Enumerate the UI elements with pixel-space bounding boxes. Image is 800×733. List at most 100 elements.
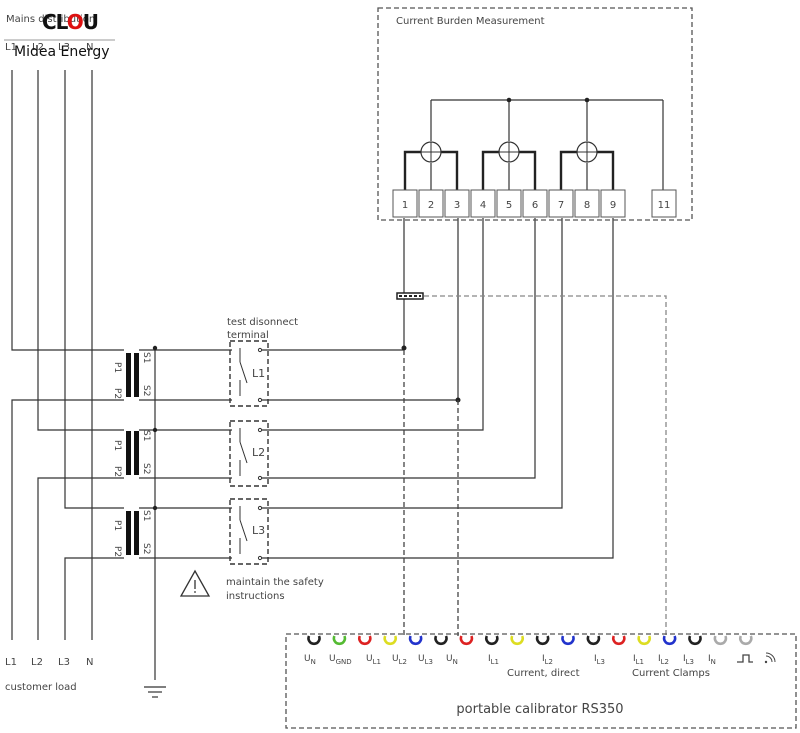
- mains-phase-l1: L1: [5, 42, 17, 53]
- burden-terminal-2: 2: [418, 189, 444, 218]
- load-phase-l1: L1: [5, 657, 17, 668]
- test-disconnect-terminal-l1[interactable]: L1: [229, 340, 269, 407]
- load-line-l3: [64, 557, 124, 640]
- mains-distribution-label: Mains distribution: [6, 14, 95, 25]
- calibrator-connector-jack[interactable]: [662, 635, 677, 646]
- test-disconnect-terminal-label-line2: terminal: [227, 330, 269, 341]
- portable-calibrator-box: [285, 633, 797, 729]
- ct-label-p1: P1: [112, 520, 122, 531]
- current-burden-title: Current Burden Measurement: [396, 16, 545, 27]
- supply-line-l1: [11, 70, 124, 351]
- calibrator-connectors: [307, 635, 753, 646]
- calibrator-terminal-label: UGND: [329, 654, 352, 666]
- calibrator-terminal-label: IL1: [488, 654, 499, 666]
- ct-label-s1: S1: [141, 510, 151, 521]
- ct-label-s1: S1: [141, 352, 151, 363]
- load-line-l2: [37, 477, 124, 640]
- svg-text:6: 6: [532, 200, 538, 211]
- safety-warning-text: maintain the safety: [226, 577, 324, 588]
- burden-terminal-7: 7: [548, 189, 574, 218]
- burden-terminal-1: 1: [392, 189, 418, 218]
- lead-current-clamp: [424, 295, 667, 636]
- calibrator-connector-jack[interactable]: [535, 635, 550, 646]
- mains-phase-l3: L3: [58, 42, 70, 53]
- signal-icon: [764, 652, 776, 664]
- calibrator-connector-jack[interactable]: [408, 635, 423, 646]
- calibrator-connector-jack[interactable]: [586, 635, 601, 646]
- pulse-icon: [737, 654, 753, 663]
- ct-label-p2: P2: [112, 388, 122, 399]
- mains-phase-l2: L2: [32, 42, 44, 53]
- burden-terminal-9: 9: [600, 189, 626, 218]
- burden-terminal-5: 5: [496, 189, 522, 218]
- svg-text:3: 3: [454, 200, 460, 211]
- load-phase-n: N: [86, 657, 93, 668]
- current-clamps-label: Current Clamps: [632, 668, 710, 679]
- calibrator-connector-jack[interactable]: [713, 635, 728, 646]
- burden-terminal-4: 4: [470, 189, 496, 218]
- test-disconnect-terminal-l3[interactable]: L3: [229, 498, 269, 565]
- calibrator-terminal-label: IL2: [542, 654, 553, 666]
- calibrator-terminal-label: IL1: [633, 654, 644, 666]
- calibrator-connector-jack[interactable]: [434, 635, 448, 646]
- calibrator-connector-jack[interactable]: [688, 635, 702, 646]
- burden-terminal-11: 11: [651, 189, 677, 218]
- midea-energy-logo: CLOU Midea Energy: [12, 10, 122, 68]
- meter-element-1: [403, 141, 459, 190]
- wire-l3-to-terminal-7: [262, 218, 563, 509]
- burden-terminal-8: 8: [574, 189, 600, 218]
- calibrator-terminal-label: UL3: [418, 654, 433, 666]
- calibrator-terminal-label: IL3: [683, 654, 694, 666]
- safety-warning-text-line2: instructions: [226, 591, 285, 602]
- load-phase-l2: L2: [31, 657, 43, 668]
- current-transformer-l1: P1 P2 S1 S2: [112, 352, 151, 399]
- ct-label-s2: S2: [141, 385, 151, 396]
- current-direct-label: Current, direct: [507, 668, 580, 679]
- ct-label-p2: P2: [112, 466, 122, 477]
- svg-text:5: 5: [506, 200, 512, 211]
- terminal-phase-label: L3: [252, 524, 265, 537]
- calibrator-terminal-label: IL2: [658, 654, 669, 666]
- warning-icon: [179, 569, 211, 597]
- current-transformer-l3: P1 P2 S1 S2: [112, 510, 151, 557]
- svg-text:2: 2: [428, 200, 434, 211]
- wire-l3-return: [262, 218, 614, 559]
- wire-l2-to-terminal-4: [262, 218, 484, 431]
- load-line-l1: [11, 399, 124, 640]
- test-disconnect-terminal-l2[interactable]: L2: [229, 420, 269, 487]
- terminal-phase-label: L2: [252, 446, 265, 459]
- calibrator-connector-jack[interactable]: [332, 635, 347, 646]
- calibrator-connector-jack[interactable]: [307, 635, 321, 646]
- svg-text:4: 4: [480, 200, 486, 211]
- calibrator-connector-jack[interactable]: [383, 635, 397, 646]
- calibrator-connector-jack[interactable]: [485, 635, 499, 646]
- ct-label-s1: S1: [141, 430, 151, 441]
- calibrator-connector-jack[interactable]: [637, 635, 651, 646]
- svg-text:1: 1: [402, 200, 408, 211]
- ct-label-p1: P1: [112, 440, 122, 451]
- calibrator-connector-jack[interactable]: [459, 635, 474, 646]
- meter-element-3: [559, 141, 615, 190]
- mains-phase-n: N: [86, 42, 93, 53]
- current-burden-box: [377, 7, 693, 221]
- calibrator-terminal-label: UN: [446, 654, 458, 666]
- terminal-phase-label: L1: [252, 367, 265, 380]
- calibrator-connector-jack[interactable]: [612, 635, 626, 646]
- supply-line-l2: [37, 70, 124, 431]
- svg-text:7: 7: [558, 200, 564, 211]
- calibrator-connector-jack[interactable]: [739, 635, 753, 646]
- calibrator-connector-jack[interactable]: [510, 635, 524, 646]
- calibrator-terminal-label: UL2: [392, 654, 407, 666]
- calibrator-terminal-label: UL1: [366, 654, 381, 666]
- logo-mark: CLOU: [42, 10, 99, 34]
- ground-icon: [144, 686, 166, 698]
- ct-label-s2: S2: [141, 543, 151, 554]
- calibrator-title: portable calibrator RS350: [456, 702, 623, 717]
- calibrator-connector-jack[interactable]: [561, 635, 575, 646]
- calibrator-connector-jack[interactable]: [358, 635, 372, 646]
- test-disconnect-terminal-label: test disonnect: [227, 317, 298, 328]
- ct-label-p2: P2: [112, 546, 122, 557]
- wire-l2-return: [262, 218, 536, 479]
